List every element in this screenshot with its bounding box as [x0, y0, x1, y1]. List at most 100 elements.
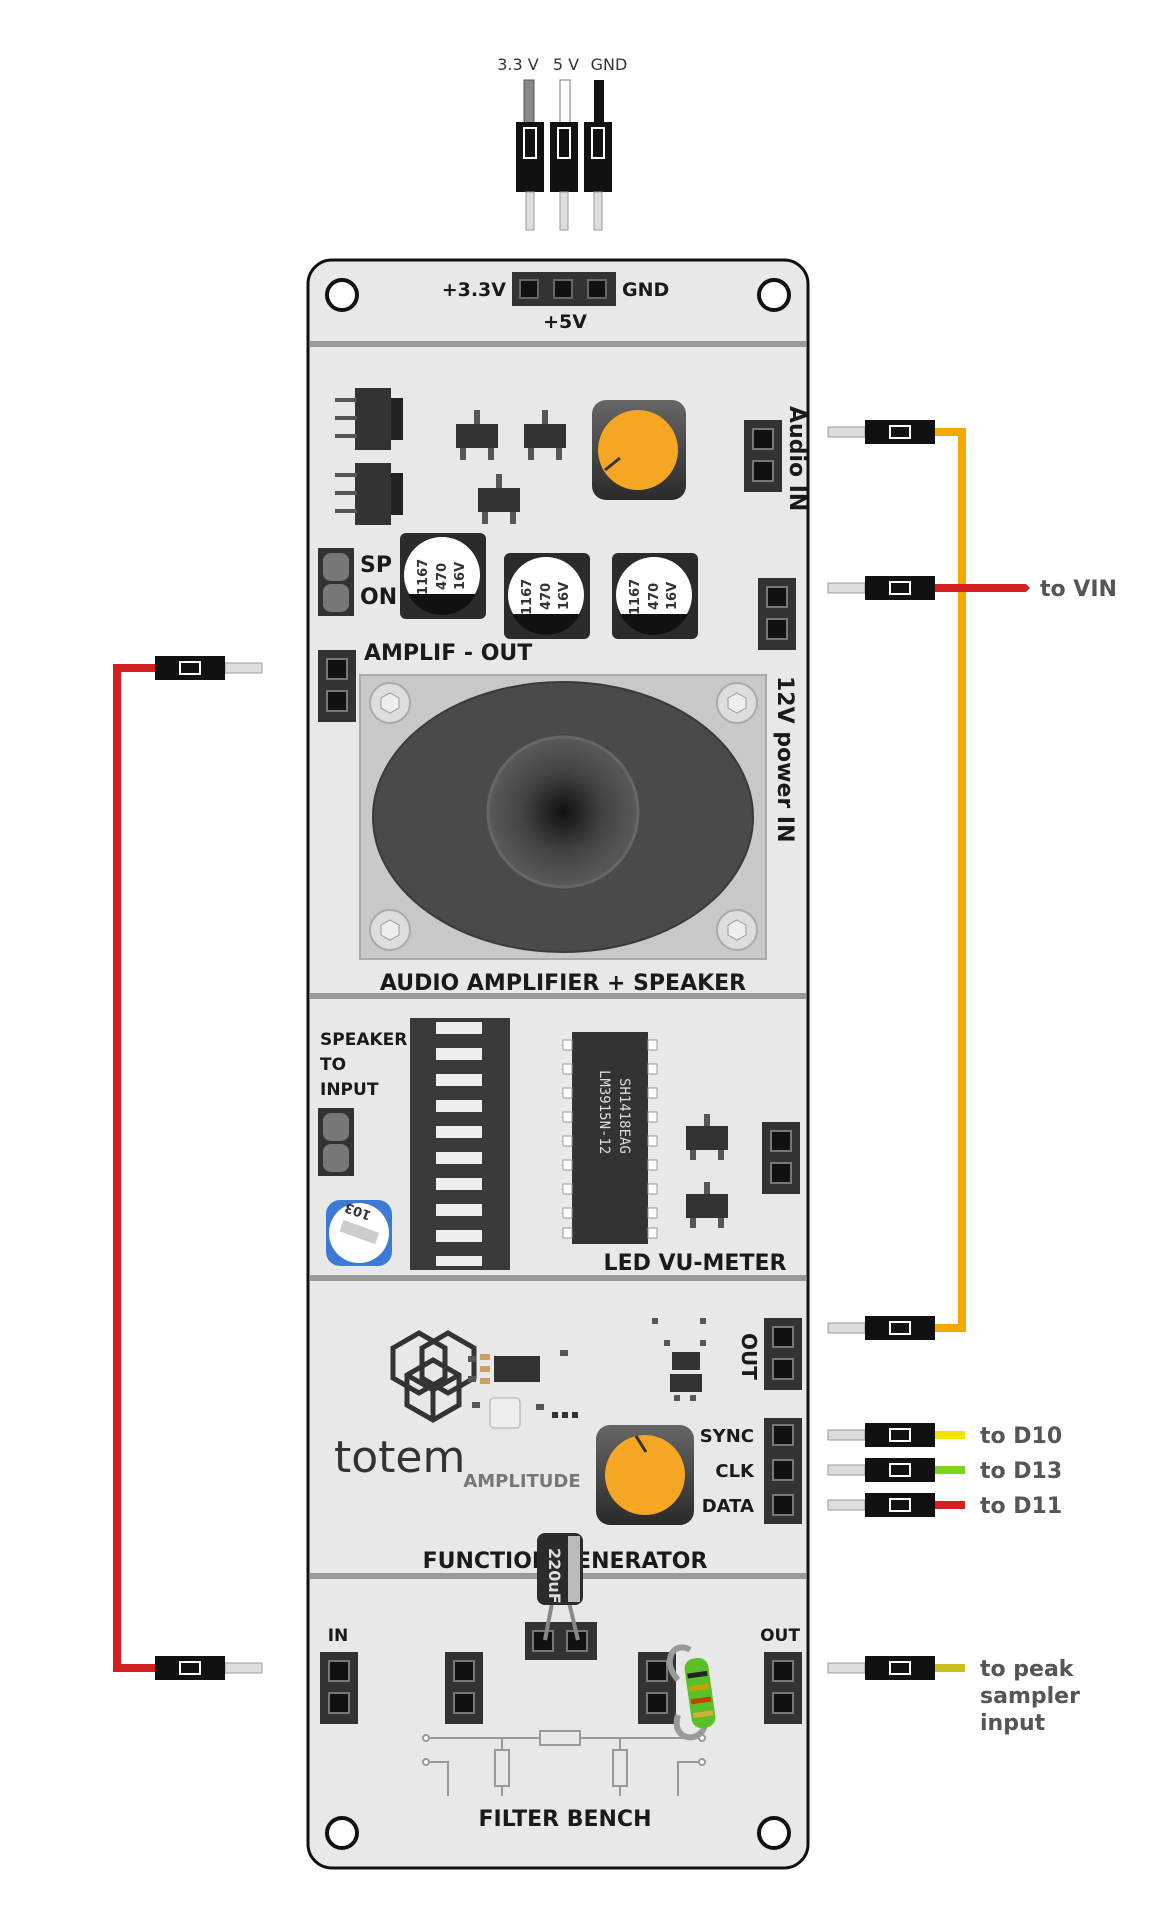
divider-2 — [310, 993, 806, 999]
pin-label-3v3: 3.3 V — [497, 55, 539, 74]
divider-3 — [310, 1275, 806, 1281]
totem-logo-text: totem — [334, 1432, 465, 1483]
data-label: DATA — [702, 1496, 754, 1517]
wire-stub-3v3 — [523, 79, 535, 126]
cap1-line1: 1167 — [416, 559, 431, 595]
filter-in-header[interactable] — [320, 1652, 358, 1724]
cap1-line2: 470 — [435, 563, 450, 590]
voltage-regulator-2 — [335, 463, 403, 525]
label-to-peak-line1: to peak — [980, 1657, 1075, 1682]
power-in-header[interactable] — [758, 578, 796, 650]
chip-text-line1: SH1418EAG — [616, 1078, 632, 1154]
wire-amp-to-filter — [113, 664, 155, 1672]
audio-in-header[interactable] — [744, 420, 782, 492]
plug-fg-out[interactable] — [827, 1316, 935, 1340]
label-to-vin: to VIN — [1040, 577, 1117, 602]
pin-label-5v: 5 V — [553, 55, 579, 74]
label-to-d13: to D13 — [980, 1459, 1062, 1484]
mount-hole-bl — [325, 1816, 359, 1850]
plug-audio-in[interactable] — [827, 420, 935, 444]
audio-in-label: Audio IN — [784, 406, 809, 511]
plug-vin[interactable] — [827, 576, 935, 600]
plug-filter-in-left[interactable] — [155, 1656, 263, 1680]
amplitude-knob[interactable] — [596, 1425, 694, 1525]
smd-transistor-1 — [456, 410, 498, 460]
filter-schematic — [422, 1730, 706, 1796]
vu-transistor-2 — [686, 1182, 728, 1228]
amp-out-header[interactable] — [318, 650, 356, 722]
smd-transistor-2 — [524, 410, 566, 460]
filter-out-label: OUT — [760, 1626, 800, 1646]
totem-board: +3.3V GND +5V — [306, 258, 810, 1870]
voltage-regulator-1 — [335, 388, 403, 450]
cap3-line2: 470 — [647, 583, 662, 610]
cap3-line3: 16V — [665, 582, 680, 610]
cap2-line3: 16V — [557, 582, 572, 610]
power-in-label: 12V power IN — [772, 676, 797, 843]
sync-label: SYNC — [700, 1426, 754, 1447]
power-label-gnd: GND — [622, 279, 669, 301]
label-to-d11: to D11 — [980, 1494, 1062, 1519]
plug-d10[interactable] — [827, 1423, 935, 1447]
amp-out-label: AMPLIF - OUT — [364, 641, 532, 666]
plug-amp-out-left[interactable] — [155, 656, 263, 680]
pin-label-gnd: GND — [591, 55, 628, 74]
led-bargraph — [410, 1018, 510, 1270]
divider-1 — [310, 341, 806, 347]
sp-on-jumper[interactable] — [318, 548, 354, 616]
smd-transistor-3 — [478, 474, 520, 524]
sync-clk-data-header[interactable] — [764, 1418, 802, 1524]
label-to-d10: to D10 — [980, 1424, 1062, 1449]
speaker-to-input-line1: SPEAKER — [320, 1030, 407, 1050]
electrolytic-capacitor-220uf[interactable]: 220uF — [537, 1533, 583, 1641]
smd-parts — [468, 1318, 706, 1429]
wire-stub-5v — [559, 79, 571, 126]
trimmer-potentiometer[interactable]: 103 — [326, 1199, 392, 1266]
plug-peak[interactable] — [827, 1656, 935, 1680]
plug-d13[interactable] — [827, 1458, 935, 1482]
power-label-3v3: +3.3V — [442, 279, 507, 301]
filter-resistor[interactable] — [666, 1644, 717, 1741]
volume-knob[interactable] — [592, 400, 686, 500]
speaker-to-input-line2: TO — [320, 1055, 346, 1075]
speaker-to-input-line3: INPUT — [320, 1080, 379, 1100]
cap2-line1: 1167 — [520, 579, 535, 615]
cap3-line1: 1167 — [628, 579, 643, 615]
top-pin-header: 3.3 V 5 V GND — [497, 55, 628, 231]
filter-in-label: IN — [328, 1626, 349, 1646]
power-label-5v: +5V — [543, 311, 587, 333]
vu-header[interactable] — [762, 1122, 800, 1194]
mount-hole-tr — [757, 278, 791, 312]
plug-d11[interactable] — [827, 1493, 935, 1517]
vu-transistor-1 — [686, 1114, 728, 1160]
speaker-to-input-jumper[interactable] — [318, 1108, 354, 1176]
filter-cap-socket[interactable] — [525, 1622, 597, 1660]
mount-hole-tl — [325, 278, 359, 312]
chip-text-line2: LM3915N-12 — [596, 1070, 612, 1154]
filter-header-3[interactable] — [638, 1652, 676, 1724]
wire-vin — [925, 584, 1030, 592]
filter-header-2[interactable] — [445, 1652, 483, 1724]
fg-out-header[interactable] — [764, 1318, 802, 1390]
lm3915-chip: SH1418EAG LM3915N-12 — [562, 1032, 658, 1244]
filter-out-header[interactable] — [764, 1652, 802, 1724]
mount-hole-br — [757, 1816, 791, 1850]
sp-label: SP — [360, 553, 392, 578]
speaker — [359, 674, 767, 960]
vu-section-title: LED VU-METER — [604, 1251, 787, 1276]
capacitor-1: 1167 470 16V — [400, 533, 486, 619]
cap1-line3: 16V — [453, 562, 468, 590]
wire-stub-gnd — [594, 80, 604, 125]
wire-audio-loop — [925, 428, 966, 1332]
label-to-peak-line3: input — [980, 1711, 1046, 1736]
filter-section-title: FILTER BENCH — [479, 1807, 652, 1832]
label-to-peak-line2: sampler — [980, 1684, 1080, 1709]
board-power-header: +3.3V GND +5V — [442, 272, 669, 333]
amplifier-section-title: AUDIO AMPLIFIER + SPEAKER — [380, 971, 746, 996]
clk-label: CLK — [715, 1461, 755, 1482]
capacitor-3: 1167 470 16V — [612, 553, 698, 639]
capacitor-2: 1167 470 16V — [504, 553, 590, 639]
capacitor-220uf-label: 220uF — [545, 1548, 564, 1604]
on-label: ON — [360, 585, 397, 610]
